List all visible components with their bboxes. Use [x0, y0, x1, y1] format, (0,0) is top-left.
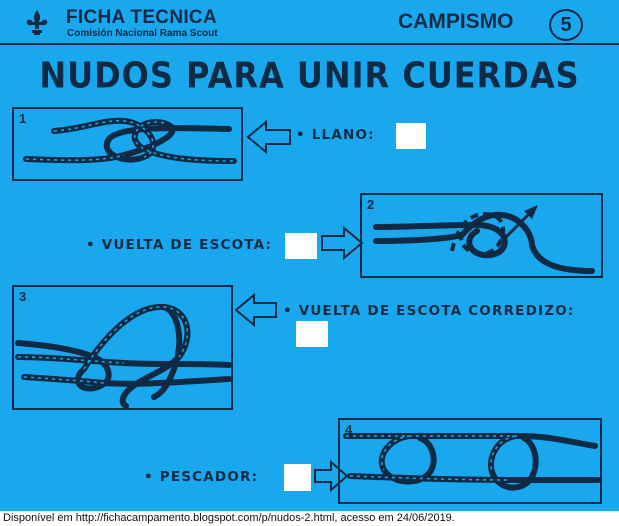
worksheet: FICHA TECNICA Comisión Nacional Rama Sco…	[0, 0, 619, 511]
header-subtitle: Comisión Nacional Rama Scout	[67, 28, 218, 39]
knot-2-label: • VUELTA DE ESCOTA:	[86, 237, 273, 253]
knot-4-illustration-frame: 4	[338, 418, 602, 504]
scout-fleur-de-lis-logo	[26, 10, 48, 35]
arrow-right-icon	[321, 226, 364, 260]
knot-3-illustration-frame: 3	[12, 285, 233, 410]
header-title: FICHA TECNICA	[66, 7, 217, 28]
knot-1-label: • LLANO:	[296, 127, 375, 143]
header-divider	[0, 43, 619, 45]
knot-1-number: 1	[19, 111, 27, 126]
sheet-bend-drawing	[373, 205, 595, 274]
knot-4-answer-box[interactable]	[284, 464, 311, 491]
knot-1-answer-box[interactable]	[396, 123, 426, 149]
arrow-left-icon	[246, 120, 291, 154]
knot-2-illustration-frame: 2	[360, 193, 603, 278]
knot-2-number: 2	[367, 197, 375, 212]
section-title: CAMPISMO	[398, 10, 514, 33]
section-number-badge: 5	[549, 9, 583, 41]
source-citation: Disponível em http://fichacampamento.blo…	[3, 512, 455, 524]
reef-knot-drawing	[23, 117, 237, 164]
page-title: NUDOS PARA UNIR CUERDAS	[39, 53, 580, 97]
knot-3-label: • VUELTA DE ESCOTA CORREDIZO:	[283, 303, 575, 319]
knot-2-answer-box[interactable]	[285, 233, 317, 259]
arrow-left-icon	[234, 293, 277, 327]
slipped-sheet-bend-drawing	[15, 303, 231, 408]
knot-3-number: 3	[19, 289, 27, 304]
knot-1-illustration-frame: 1	[12, 107, 243, 181]
knot-3-answer-box[interactable]	[296, 321, 328, 347]
knot-4-number: 4	[345, 422, 353, 437]
knot-4-label: • PESCADOR:	[144, 469, 259, 485]
fishermans-knot-drawing	[343, 433, 600, 491]
